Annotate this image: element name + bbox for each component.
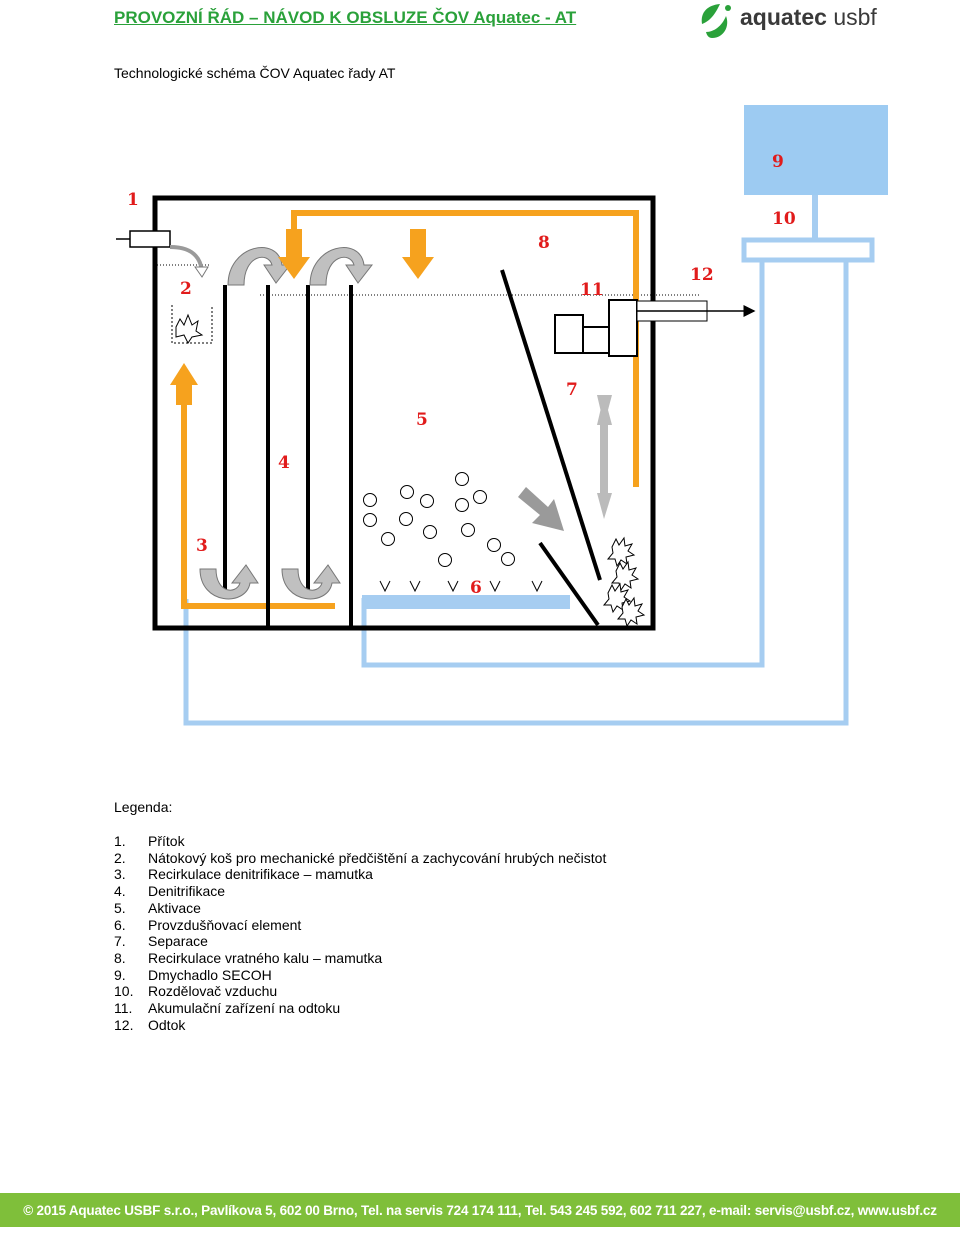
legend-item-number: 7. [114,933,126,950]
legend-item: 2. Nátokový koš pro mechanické předčištěn… [114,850,606,867]
legend-item-number: 5. [114,899,126,916]
flow-arrows-top [227,247,374,286]
orange-up-arrow [170,363,198,405]
accumulation-device-c [608,299,638,357]
debris-icon [175,313,204,344]
legend-item-text: Recirkulace vratného kalu – mamutka [148,949,383,966]
legend-item-text: Přítok [148,833,185,849]
legend-item: 9. Dmychadlo SECOH [114,967,606,984]
blower-box [744,105,888,195]
technology-diagram: 1 2 3 4 5 6 7 8 9 10 11 12 [116,105,888,726]
gray-double-arrow [597,395,612,519]
logo-text: aquatec usbf [740,4,877,30]
legend-item: 7. Separace [114,933,606,950]
legend-item-text: Rozdělovač vzduchu [148,983,278,1000]
label-1: 1 [127,190,139,210]
legend-item-number: 11. [114,1000,133,1017]
legend-item-text: Provzdušňovací element [148,916,302,933]
label-12: 12 [690,265,714,285]
legend-item-text: Akumulační zařízení na odtoku [148,1000,341,1017]
legend-item-text: Nátokový koš pro mechanické předčištění … [148,849,607,866]
company-logo: aquatec usbf [698,2,898,40]
recirculation-pipe-bottom [181,603,335,609]
legend-item: 8. Recirkulace vratného kalu – mamutka [114,950,606,967]
separation-wall [500,269,602,581]
inflow-fitting [129,230,171,248]
legend-item-text: Aktivace [148,899,201,916]
tank-outline [152,195,656,631]
label-3: 3 [196,536,208,556]
flow-arrows-bottom [199,564,341,600]
orange-down-arrow-1 [278,229,310,279]
separation-lower-wall [538,541,600,627]
sludge-flocs [602,536,646,628]
legend-item-text: Denitrifikace [148,883,226,900]
legend-title: Legenda: [114,799,173,815]
legend-item: 11. Akumulační zařízení na odtoku [114,1000,606,1017]
legend-item-number: 1. [114,833,126,849]
label-4: 4 [278,453,290,473]
footer-bar: © 2015 Aquatec USBF s.r.o., Pavlíkova 5,… [0,1193,960,1227]
legend-item-number: 12. [114,1016,134,1033]
recirculation-pipe-left [181,405,187,605]
legend-item-text: Dmychadlo SECOH [148,966,272,983]
footer-text: © 2015 Aquatec USBF s.r.o., Pavlíkova 5,… [23,1202,937,1218]
label-9: 9 [772,152,784,172]
diagram-subtitle: Technologické schéma ČOV Aquatec řady AT [114,65,396,81]
legend-item: 10. Rozdělovač vzduchu [114,983,606,1000]
legend-item-number: 9. [114,966,126,983]
aeration-diffusers [379,580,543,593]
diagram-labels: 1 2 3 4 5 6 7 8 9 10 11 12 [127,152,796,598]
accumulation-device-a [554,314,584,354]
legend-item-number: 2. [114,849,126,866]
legend-list: 1. Přítok 2. Nátokový koš pro mechanické př… [114,833,606,1033]
label-7: 7 [566,380,578,400]
aeration-element [362,595,570,609]
label-10: 10 [772,209,796,229]
legend-item-number: 6. [114,916,126,933]
legend-item: 1. Přítok [114,833,606,850]
orange-down-arrow-2 [402,229,434,279]
label-6: 6 [470,578,482,598]
legend-item-text: Separace [148,933,208,950]
air-pipes [183,260,849,726]
label-8: 8 [538,233,550,253]
inlet-basket [171,305,213,344]
legend-item: 5. Aktivace [114,900,606,917]
label-2: 2 [180,279,192,299]
legend-item-number: 3. [114,866,126,883]
baffles [223,285,353,628]
legend-item-text: Odtok [148,1016,186,1033]
legend-item-number: 10. [114,983,134,1000]
legend-item: 12. Odtok [114,1017,606,1034]
legend-item-number: 8. [114,949,126,966]
label-11: 11 [580,280,604,300]
legend-item: 3. Recirkulace denitrifikace – mamutka [114,866,606,883]
accumulation-device-b [582,326,610,354]
legend-item: 4. Denitrifikace [114,883,606,900]
air-bubbles [363,472,515,567]
gray-diagonal-arrow [518,487,564,531]
air-distributor [741,237,875,263]
legend-item: 6. Provzdušňovací element [114,917,606,934]
header-title: PROVOZNÍ ŘÁD – NÁVOD K OBSLUZE ČOV Aquat… [114,8,577,27]
legend-item-number: 4. [114,883,126,900]
label-5: 5 [416,410,428,430]
air-pipe-main [812,195,818,240]
legend-item-text: Recirkulace denitrifikace – mamutka [148,866,373,883]
leaf-drops-icon [701,4,731,38]
